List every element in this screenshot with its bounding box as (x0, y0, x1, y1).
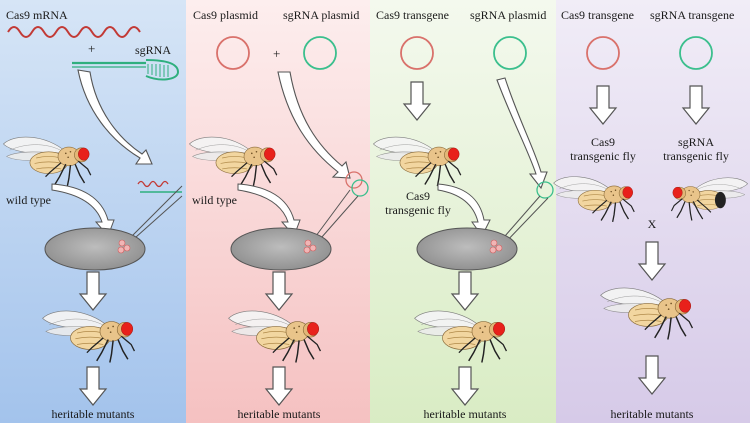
cas9-plasmid-label: Cas9 plasmid (193, 8, 258, 22)
heritable-mutants-label: heritable mutants (52, 407, 135, 421)
cas9-transgene-icon (586, 36, 620, 70)
sgrna-molecule-icon (72, 59, 180, 81)
sgrna-transgene-icon (679, 36, 713, 70)
cas9-transgene-icon (400, 36, 434, 70)
heritable-mutants-label: heritable mutants (424, 407, 507, 421)
plus-sign: + (88, 41, 95, 56)
cas9-transgenic-fly-label: transgenic fly (385, 203, 451, 217)
fly-to-embryo-arrow-icon (237, 183, 301, 237)
cross-symbol: X (648, 217, 657, 231)
wild-type-label: wild type (192, 193, 237, 207)
panel-mrna: Cas9 mRNA + sgRNA wild type (2, 8, 183, 421)
panel-plasmid: Cas9 plasmid sgRNA plasmid + wild type h… (188, 8, 369, 421)
sgrna-transgene-label: sgRNA transgene (650, 8, 734, 22)
cas9-transgenic-fly-label: Cas9 (591, 135, 615, 149)
panel-transgene-transgene: Cas9 transgene sgRNA transgene Cas9 tran… (552, 8, 749, 421)
sgrna-plasmid-label: sgRNA plasmid (470, 8, 546, 22)
heritable-mutants-label: heritable mutants (238, 407, 321, 421)
panel-transgene-plasmid: Cas9 transgene sgRNA plasmid Cas9 transg… (372, 8, 554, 421)
cas9-plasmid-icon (216, 36, 250, 70)
injection-mix-icon (137, 180, 169, 188)
plasmid-mix-arrow-icon (277, 71, 351, 179)
heritable-mutants-label: heritable mutants (611, 407, 694, 421)
fly-to-embryo-arrow-icon (437, 183, 491, 237)
panel-background-mrna (0, 0, 186, 423)
cas9-transgenic-fly-label: transgenic fly (570, 149, 636, 163)
wild-type-label: wild type (6, 193, 51, 207)
panel-background-plasmid (186, 0, 370, 423)
sgrna-transgenic-fly-label: transgenic fly (663, 149, 729, 163)
plus-sign: + (273, 46, 280, 61)
sgrna-plasmid-label: sgRNA plasmid (283, 8, 359, 22)
cas9-transgenic-fly-label: Cas9 (406, 189, 430, 203)
cas9-transgene-label: Cas9 transgene (376, 8, 449, 22)
cas9-mrna-label: Cas9 mRNA (6, 8, 68, 22)
plasmid-arrow-icon (496, 77, 548, 190)
sgrna-plasmid-icon (303, 36, 337, 70)
sgrna-label: sgRNA (135, 43, 171, 57)
fly-to-embryo-arrow-icon (51, 183, 115, 237)
sgrna-plasmid-icon (493, 36, 527, 70)
sgrna-transgenic-fly-label: sgRNA (678, 135, 714, 149)
cas9-mrna-icon (7, 26, 141, 38)
panel-background-transgene-transgene (556, 0, 750, 423)
cas9-transgene-label: Cas9 transgene (561, 8, 634, 22)
mix-arrow-icon (77, 69, 153, 165)
sgrna-transgenic-fly-icon (670, 177, 749, 222)
panel-background-transgene-plasmid (370, 0, 556, 423)
